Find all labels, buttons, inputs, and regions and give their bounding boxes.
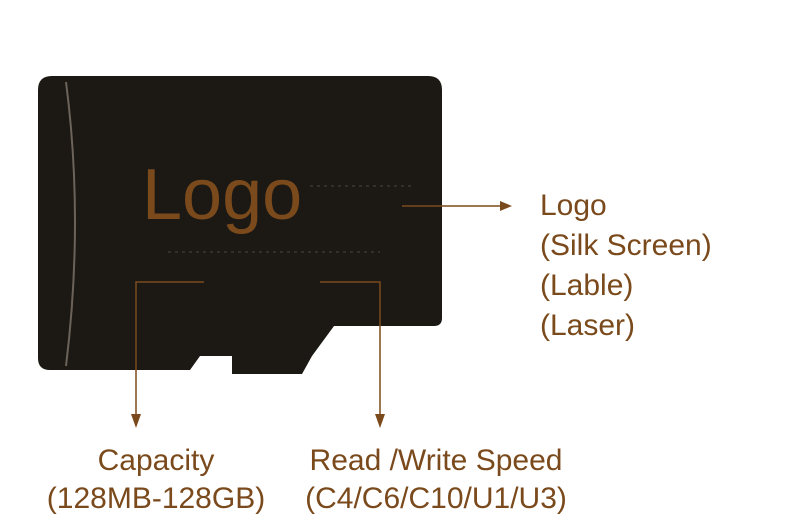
logo-callout: Logo (Silk Screen) (Lable) (Laser)	[540, 186, 712, 346]
logo-arrowhead	[500, 201, 512, 211]
speed-leader-line	[320, 281, 381, 414]
capacity-leader-line	[135, 281, 204, 414]
card-edge-highlight	[65, 81, 76, 367]
capacity-title: Capacity	[97, 444, 215, 477]
speed-arrowhead	[375, 414, 385, 428]
speed-callout: Read /Write Speed (C4/C6/C10/U1/U3)	[290, 442, 582, 518]
logo-callout-title: Logo	[540, 189, 607, 222]
logo-method-silk-screen: (Silk Screen)	[540, 229, 712, 262]
logo-method-laser: (Laser)	[540, 309, 636, 342]
speed-classes: (C4/C6/C10/U1/U3)	[305, 482, 567, 515]
card-body	[38, 76, 442, 374]
logo-method-label: (Lable)	[540, 269, 634, 302]
capacity-arrowhead	[131, 414, 141, 428]
card-logo-text: Logo	[142, 155, 303, 235]
speed-title: Read /Write Speed	[309, 444, 563, 477]
capacity-range: (128MB-128GB)	[46, 482, 266, 515]
capacity-callout: Capacity (128MB-128GB)	[36, 442, 276, 518]
